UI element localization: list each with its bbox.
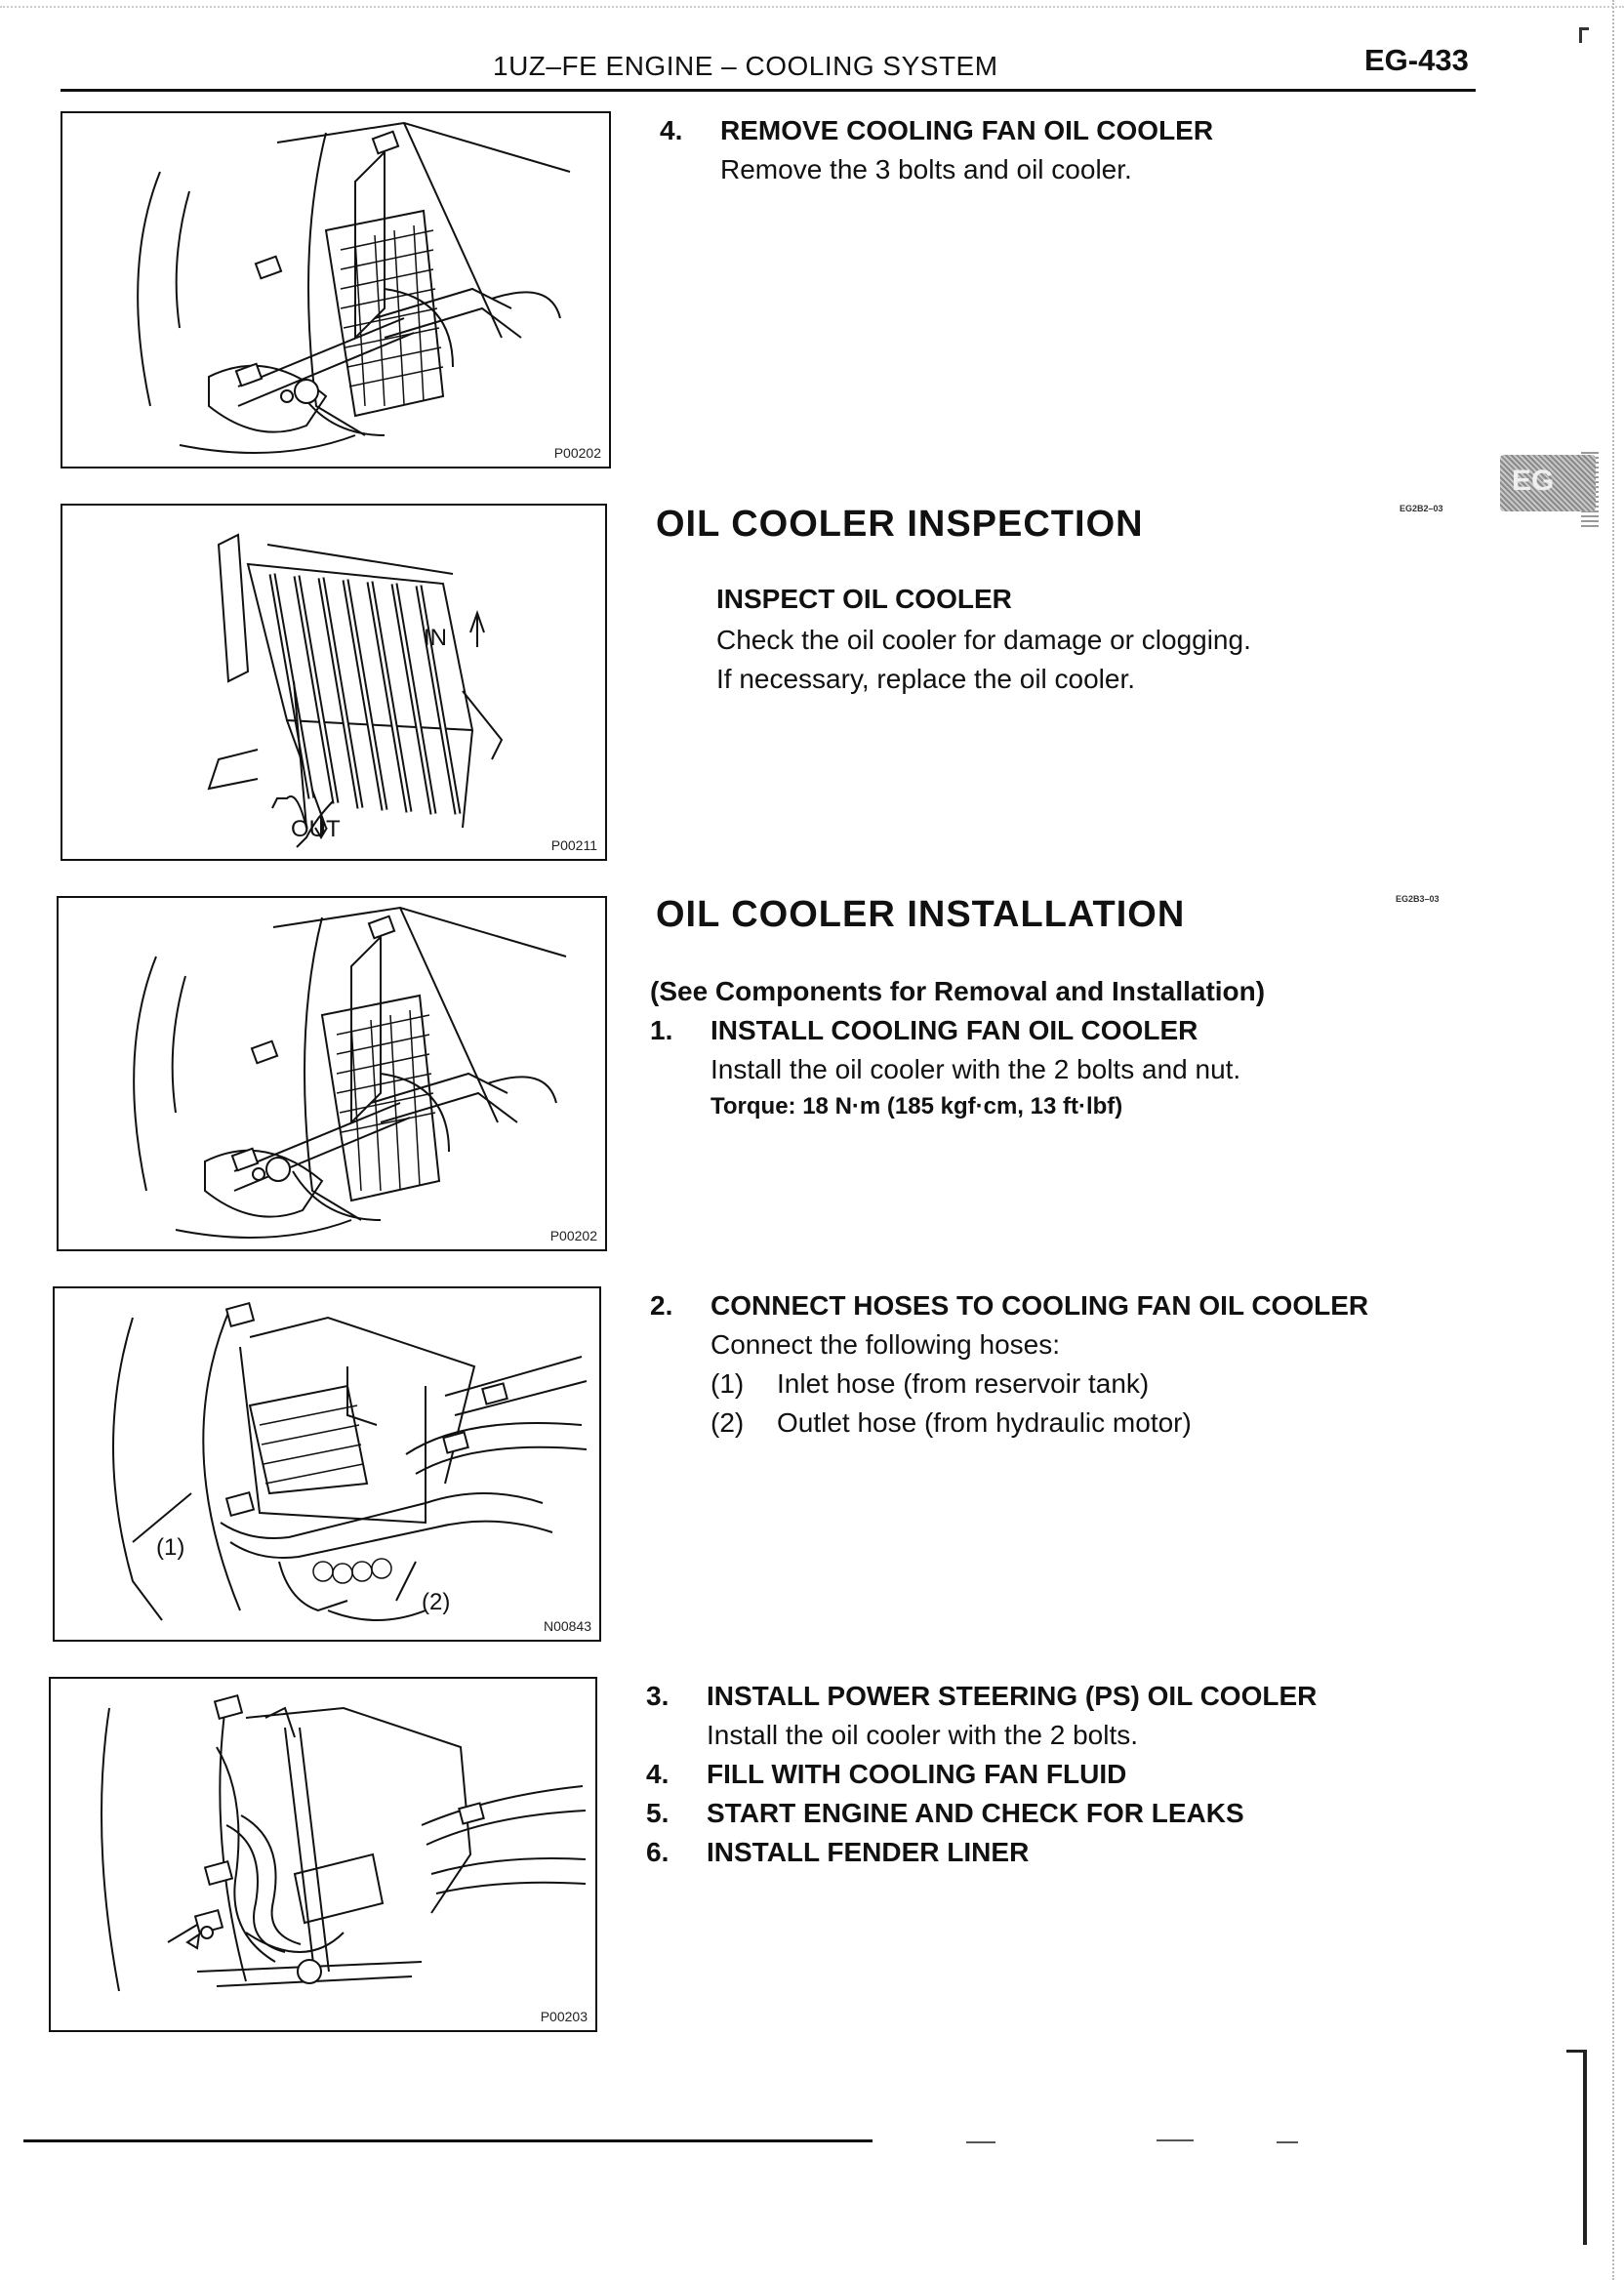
figure-code: N00843 [543, 1618, 591, 1634]
binding-bracket [1566, 2050, 1586, 2053]
figure-install-ps-cooler: P00203 [49, 1677, 597, 2032]
step-description: Install the oil cooler with the 2 bolts … [710, 1054, 1241, 1084]
figure-remove-oil-cooler: P00202 [61, 111, 611, 468]
corner-mark [1579, 27, 1582, 43]
step-number: 4. [646, 1759, 670, 1789]
section-tab: EG [1500, 455, 1596, 511]
list-item: (2) Outlet hose (from hydraulic motor) [710, 1404, 1192, 1443]
step-number: 5. [646, 1798, 670, 1828]
callout-outlet-hose: (2) [422, 1589, 451, 1615]
figure-connect-hoses: (1) (2) N00843 [53, 1286, 601, 1642]
scan-edge-top [0, 6, 1624, 8]
step-title: FILL WITH COOLING FAN FLUID [707, 1759, 1127, 1789]
footer-rule [23, 2139, 873, 2142]
step-title: INSTALL COOLING FAN OIL COOLER [710, 1015, 1198, 1045]
step-remove-oil-cooler: 4. REMOVE COOLING FAN OIL COOLER [660, 111, 1213, 150]
list-item-number: (1) [710, 1368, 745, 1399]
step-check-leaks: 5. START ENGINE AND CHECK FOR LEAKS [646, 1794, 1244, 1833]
torque-spec: Torque: 18 N·m (185 kgf·cm, 13 ft·lbf) [710, 1093, 1123, 1120]
figure-oil-cooler-inspection: IN OUT P00211 [61, 504, 607, 861]
figure-install-oil-cooler: P00202 [57, 896, 607, 1251]
header-rule [61, 89, 1476, 92]
oil-cooler-install-illustration [133, 906, 567, 1239]
step-description: Remove the 3 bolts and oil cooler. [720, 154, 1132, 184]
list-item: (1) Inlet hose (from reservoir tank) [710, 1364, 1149, 1404]
section-title-installation: OIL COOLER INSTALLATION [656, 894, 1186, 935]
footer-rule-fragment [1157, 2139, 1194, 2141]
inspection-line: If necessary, replace the oil cooler. [716, 664, 1136, 694]
step-connect-hoses: 2. CONNECT HOSES TO COOLING FAN OIL COOLE… [650, 1286, 1368, 1325]
corner-mark [1579, 27, 1589, 30]
reference-code: EG2B3–03 [1396, 894, 1440, 904]
step-title: START ENGINE AND CHECK FOR LEAKS [707, 1798, 1244, 1828]
flow-label-out: OUT [291, 816, 341, 842]
step-number: 2. [650, 1290, 673, 1321]
figure-code: P00211 [550, 837, 597, 853]
flow-label-in: IN [424, 625, 447, 651]
step-number: 1. [650, 1015, 673, 1045]
step-description: Connect the following hoses: [710, 1329, 1060, 1360]
inspect-subtitle: INSPECT OIL COOLER [716, 584, 1012, 614]
components-note: (See Components for Removal and Installa… [650, 976, 1266, 1006]
step-title: REMOVE COOLING FAN OIL COOLER [720, 115, 1214, 145]
binding-bracket [1583, 2050, 1587, 2245]
step-number: 3. [646, 1681, 670, 1711]
hose-connection-illustration [112, 1301, 588, 1621]
step-number: 4. [660, 115, 683, 145]
step-install-fender-liner: 6. INSTALL FENDER LINER [646, 1833, 1029, 1872]
oil-cooler-removal-illustration [137, 121, 571, 454]
figure-code: P00202 [553, 445, 601, 461]
list-item-text: Outlet hose (from hydraulic motor) [777, 1407, 1192, 1438]
page-header-title: 1UZ–FE ENGINE – COOLING SYSTEM [493, 51, 998, 81]
list-item-text: Inlet hose (from reservoir tank) [777, 1368, 1150, 1399]
footer-rule-fragment [966, 2141, 995, 2143]
oil-cooler-illustration [207, 533, 504, 848]
scan-edge-right [1612, 0, 1614, 2280]
footer-rule-fragment [1277, 2141, 1298, 2143]
list-item-number: (2) [710, 1407, 745, 1438]
step-title: INSTALL POWER STEERING (PS) OIL COOLER [707, 1681, 1318, 1711]
section-title-inspection: OIL COOLER INSPECTION [656, 504, 1144, 545]
callout-inlet-hose: (1) [156, 1534, 185, 1561]
step-description: Install the oil cooler with the 2 bolts. [707, 1720, 1139, 1750]
section-tab-label: EG [1512, 465, 1555, 497]
inspection-line: Check the oil cooler for damage or clogg… [716, 625, 1251, 655]
ps-cooler-illustration [101, 1693, 587, 1992]
step-title: INSTALL FENDER LINER [707, 1837, 1030, 1867]
reference-code: EG2B2–03 [1400, 504, 1443, 513]
step-install-ps-cooler: 3. INSTALL POWER STEERING (PS) OIL COOLER [646, 1677, 1317, 1716]
page-number: EG-433 [1364, 43, 1469, 77]
step-fill-fluid: 4. FILL WITH COOLING FAN FLUID [646, 1755, 1126, 1794]
figure-code: P00202 [549, 1228, 597, 1243]
step-number: 6. [646, 1837, 670, 1867]
step-install-oil-cooler: 1. INSTALL COOLING FAN OIL COOLER [650, 1011, 1198, 1050]
step-title: CONNECT HOSES TO COOLING FAN OIL COOLER [710, 1290, 1369, 1321]
figure-code: P00203 [540, 2009, 588, 2024]
